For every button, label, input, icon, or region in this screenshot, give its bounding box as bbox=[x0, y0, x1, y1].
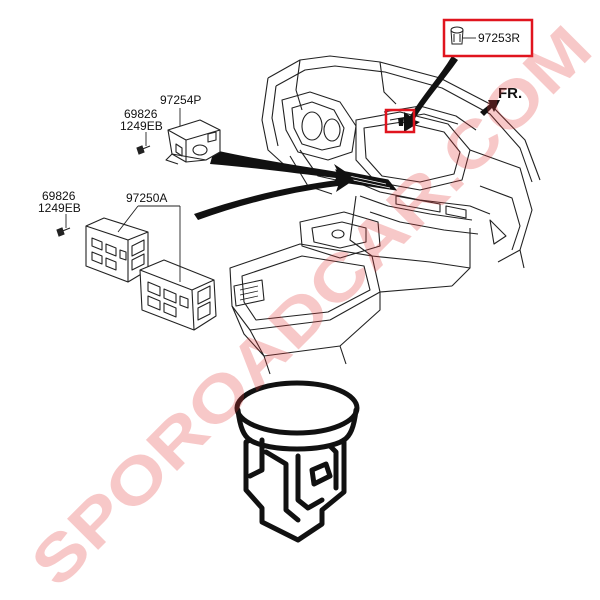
mount-highlight-box bbox=[384, 108, 416, 134]
screw-69826-a bbox=[136, 145, 151, 155]
label-1249eb-a: 1249EB bbox=[120, 119, 163, 133]
label-69826-b: 69826 bbox=[42, 189, 76, 203]
label-97253r: 97253R bbox=[478, 31, 520, 45]
watermark-text: SPOROADCAR.COM bbox=[17, 12, 600, 600]
screw-69826-b bbox=[56, 227, 71, 237]
label-97250a: 97250A bbox=[126, 191, 167, 205]
arrow-97253r bbox=[404, 56, 458, 132]
part-97250a bbox=[85, 217, 217, 331]
clip-detail-view bbox=[234, 380, 360, 543]
arrow-97254p bbox=[210, 150, 352, 186]
dashboard-illustration bbox=[229, 55, 541, 375]
arrow-97250a bbox=[194, 172, 354, 220]
direction-arrow bbox=[480, 100, 500, 116]
callout-97253r bbox=[442, 18, 534, 58]
label-97254p: 97254P bbox=[160, 93, 201, 107]
clip-small-icon bbox=[450, 26, 464, 45]
label-direction-fr: FR. bbox=[498, 85, 522, 102]
mount-point bbox=[398, 118, 404, 126]
text-labels: 97253R 97254P 69826 1249EB 69826 1249EB … bbox=[38, 31, 522, 215]
leader-lines bbox=[65, 108, 181, 282]
part-97254p bbox=[165, 119, 221, 165]
installation-arrows bbox=[194, 56, 500, 220]
callout-97253r-box bbox=[442, 18, 534, 58]
label-69826-a: 69826 bbox=[124, 107, 158, 121]
label-1249eb-b: 1249EB bbox=[38, 201, 81, 215]
